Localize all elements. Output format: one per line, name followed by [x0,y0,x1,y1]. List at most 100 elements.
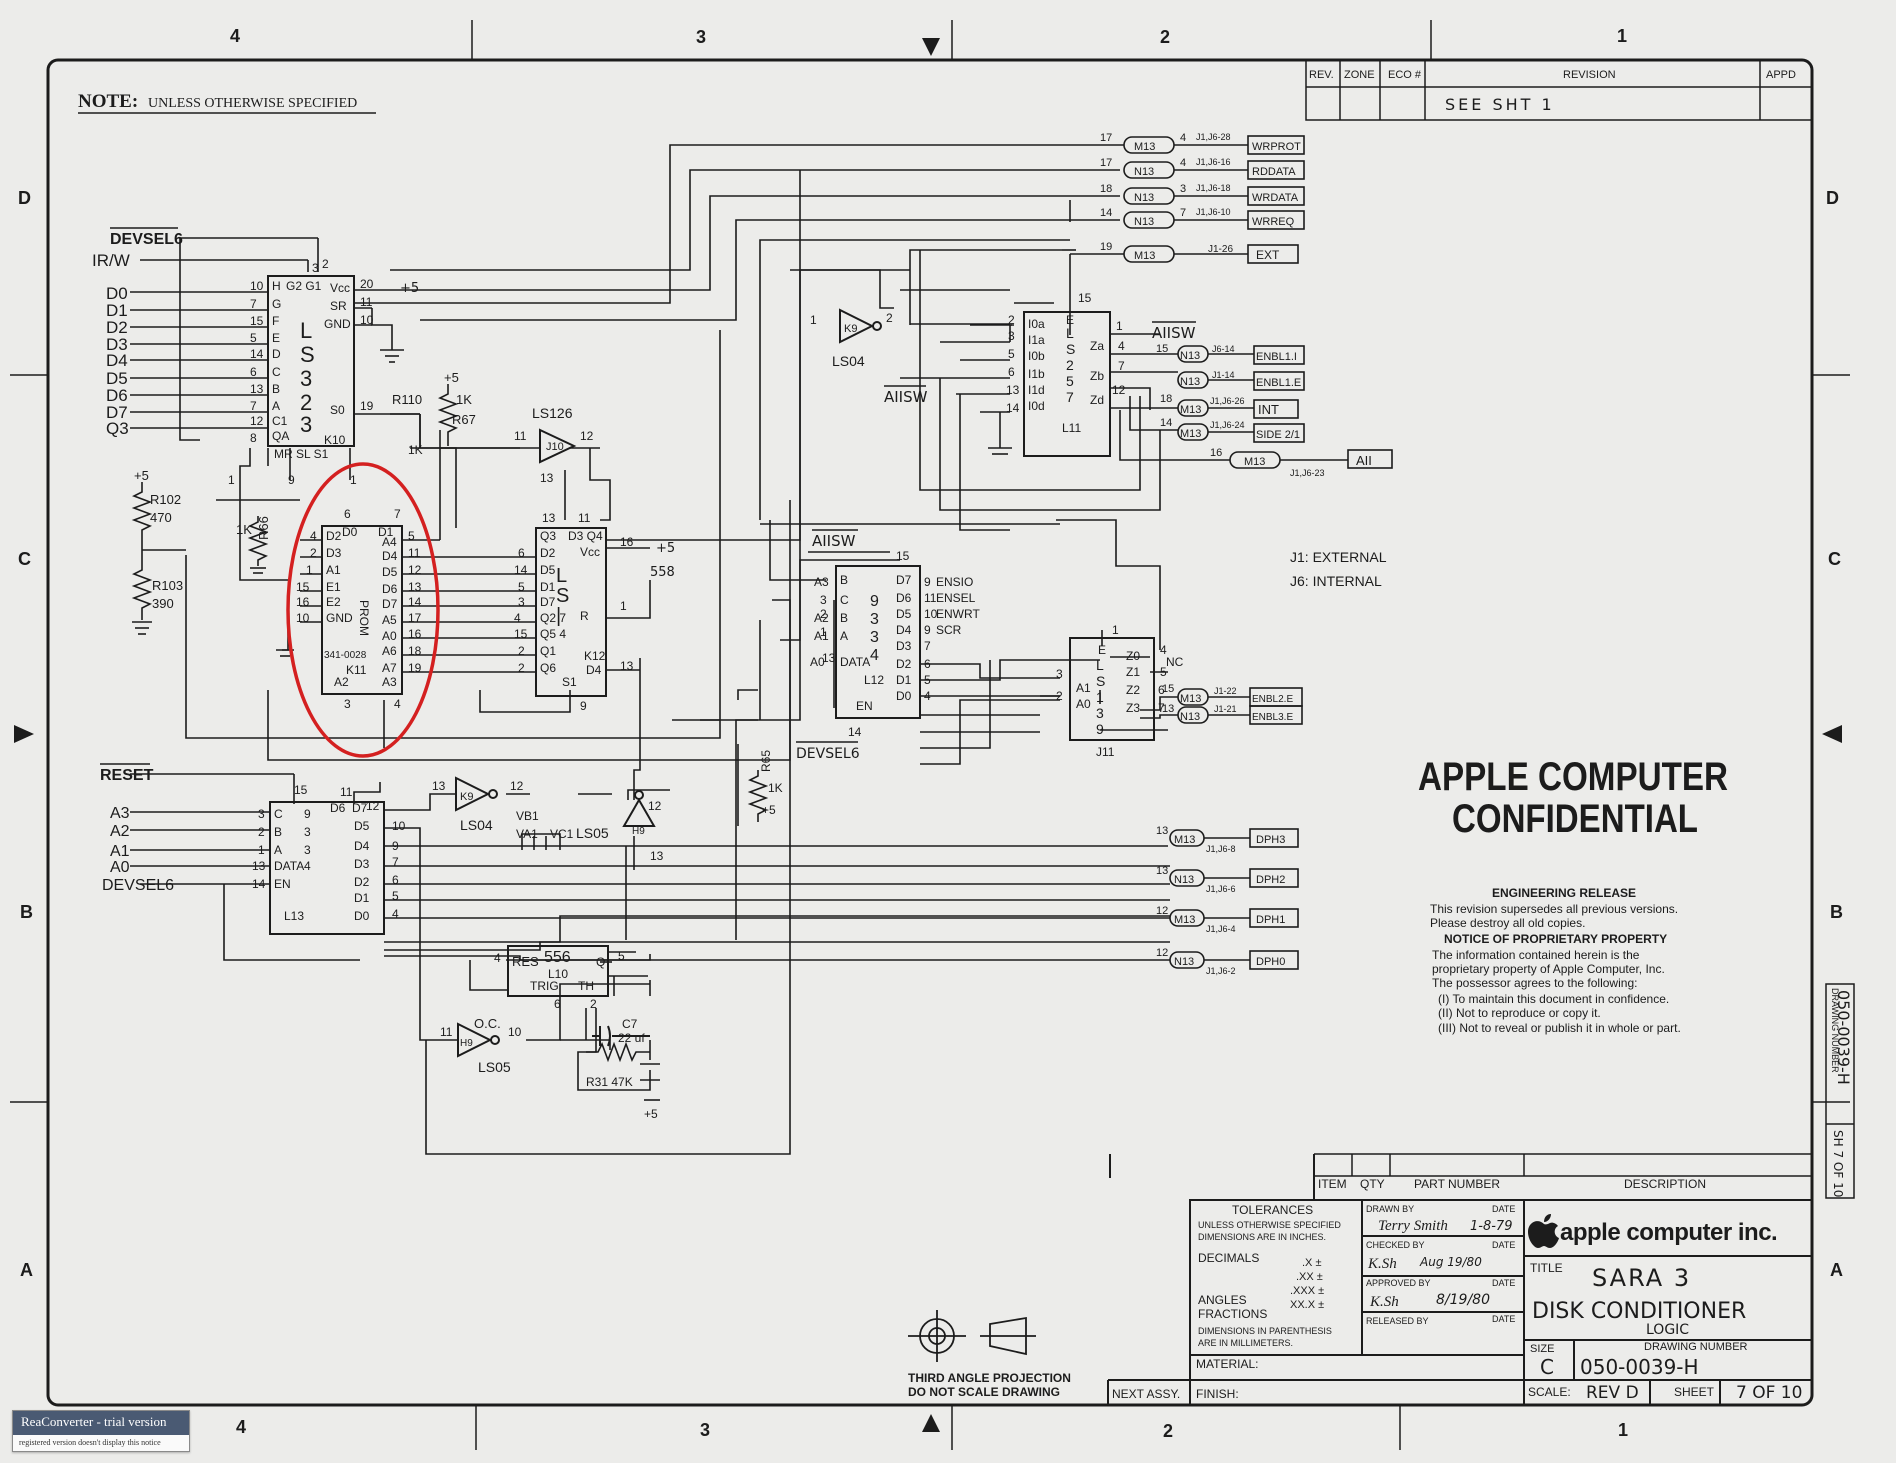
svg-text:19: 19 [408,661,422,675]
r67-label: R67 [452,412,476,427]
r65-label: R65 [759,750,773,772]
svg-text:B: B [840,611,848,625]
svg-text:DATE: DATE [1492,1278,1515,1288]
sig-d2: D2 [106,318,128,337]
svg-text:11: 11 [924,591,937,605]
svg-text:11: 11 [340,785,353,799]
svg-text:L11: L11 [1062,421,1081,435]
rev-header-appd: APPD [1766,69,1796,81]
checked-by-label: CHECKED BY [1366,1240,1425,1250]
svg-text:4: 4 [924,689,931,703]
l11-a2sw-top: AIISW [1152,324,1196,342]
zone-col-3-bottom: 3 [700,1420,710,1440]
rev-header-eco: ECO # [1388,69,1422,81]
svg-text:GND: GND [326,611,353,625]
svg-text:DATA: DATA [840,655,870,669]
svg-text:A: A [840,629,848,643]
svg-text:14: 14 [1160,417,1172,429]
svg-text:B: B [840,573,848,587]
sig-d1: D1 [106,301,128,320]
inverter-k9-bottom [455,776,491,812]
svg-text:7: 7 [1180,207,1186,219]
svg-text:A2: A2 [334,675,349,689]
svg-text:11: 11 [360,295,373,309]
svg-text:4: 4 [1180,157,1186,169]
svg-text:4: 4 [514,611,521,625]
svg-text:DATE: DATE [1492,1314,1515,1324]
svg-text:10: 10 [250,279,264,293]
rev-header-rev: REV. [1309,69,1334,81]
h9-oc: O.C. [474,1016,501,1031]
svg-text:B: B [274,825,282,839]
svg-text:A4: A4 [382,535,397,549]
side-tab-dn: 050-0039-H [1834,990,1853,1085]
svg-text:J1,J6-2: J1,J6-2 [1206,966,1236,976]
svg-text:1: 1 [620,599,627,613]
r102-label: R102 [150,492,181,507]
projection-line-1: THIRD ANGLE PROJECTION [908,1371,1071,1385]
r102-value: 470 [150,510,172,525]
svg-text:K12: K12 [584,649,606,663]
out-dph3: DPH3 [1256,834,1285,846]
title-block: TOLERANCES UNLESS OTHERWISE SPECIFIED DI… [1107,1154,1812,1405]
svg-text:(II) Not to reproduce or copy: (II) Not to reproduce or copy it. [1438,1006,1601,1020]
svg-text:C: C [272,365,281,379]
svg-text:7: 7 [1066,389,1074,405]
svg-text:N13: N13 [1174,956,1194,968]
svg-text:4: 4 [1160,643,1167,657]
svg-text:N13: N13 [1180,350,1200,362]
svg-text:H: H [272,279,281,293]
h9-bottom-ref: H9 [460,1038,473,1049]
trial-badge-title: ReaConverter - trial version [13,1411,189,1435]
zone-col-1-bottom: 1 [1618,1420,1628,1440]
svg-text:3: 3 [304,843,311,857]
svg-text:A0: A0 [382,629,397,643]
svg-text:7: 7 [250,297,257,311]
trial-version-badge: ReaConverter - trial version registered … [12,1410,190,1452]
svg-text:D4: D4 [354,839,370,853]
svg-text:2: 2 [1066,357,1074,373]
side-tab-dn-label: DRAWING NUMBER [1830,988,1840,1073]
l10-type: 556 [544,949,571,966]
zone-col-2-top: 2 [1160,27,1170,47]
drawn-by: Terry Smith [1378,1218,1448,1234]
svg-text:6: 6 [554,997,561,1011]
svg-text:E: E [1066,313,1074,327]
svg-text:14: 14 [848,725,862,739]
svg-text:341-0028: 341-0028 [324,650,367,661]
svg-text:J1,J6-18: J1,J6-18 [1196,183,1231,193]
svg-text:D2: D2 [326,529,342,543]
svg-text:J1,J6-26: J1,J6-26 [1210,396,1245,406]
out-enbl1-i: ENBL1.I [1256,351,1297,363]
svg-text:6: 6 [344,507,351,521]
svg-text:Please destroy all old copies.: Please destroy all old copies. [1430,916,1585,930]
side-tab: DRAWING NUMBER 050-0039-H SH 7 OF 10 [1825,983,1855,1199]
svg-text:3: 3 [258,807,265,821]
svg-text:10: 10 [392,819,406,833]
apple-logo [1528,1214,1559,1248]
c7-r31-labels: C7 22 uf R31 47K +5 [586,1017,658,1121]
svg-text:15: 15 [1156,343,1168,355]
svg-text:2: 2 [518,644,525,658]
svg-text:6: 6 [518,546,525,560]
engineering-release: ENGINEERING RELEASE This revision supers… [1430,886,1681,1035]
svg-text:VA1: VA1 [516,827,538,841]
svg-text:2: 2 [310,546,317,560]
k9-top-type: LS04 [832,353,865,369]
svg-text:6: 6 [924,657,931,671]
svg-text:G2 G1: G2 G1 [286,279,322,293]
h9-top-ref: H9 [632,826,645,837]
j10-type: LS126 [532,405,573,421]
chips [267,275,1155,997]
sig-devsel-top: DEVSEL6 [110,231,183,248]
confidential-line-2: CONFIDENTIAL [1452,797,1698,841]
zone-col-4-bottom: 4 [236,1417,246,1437]
svg-text:DATE: DATE [1492,1240,1515,1250]
svg-text:D7: D7 [540,595,556,609]
projection-symbol [908,1310,1036,1362]
zone-row-c-left: C [18,549,31,569]
